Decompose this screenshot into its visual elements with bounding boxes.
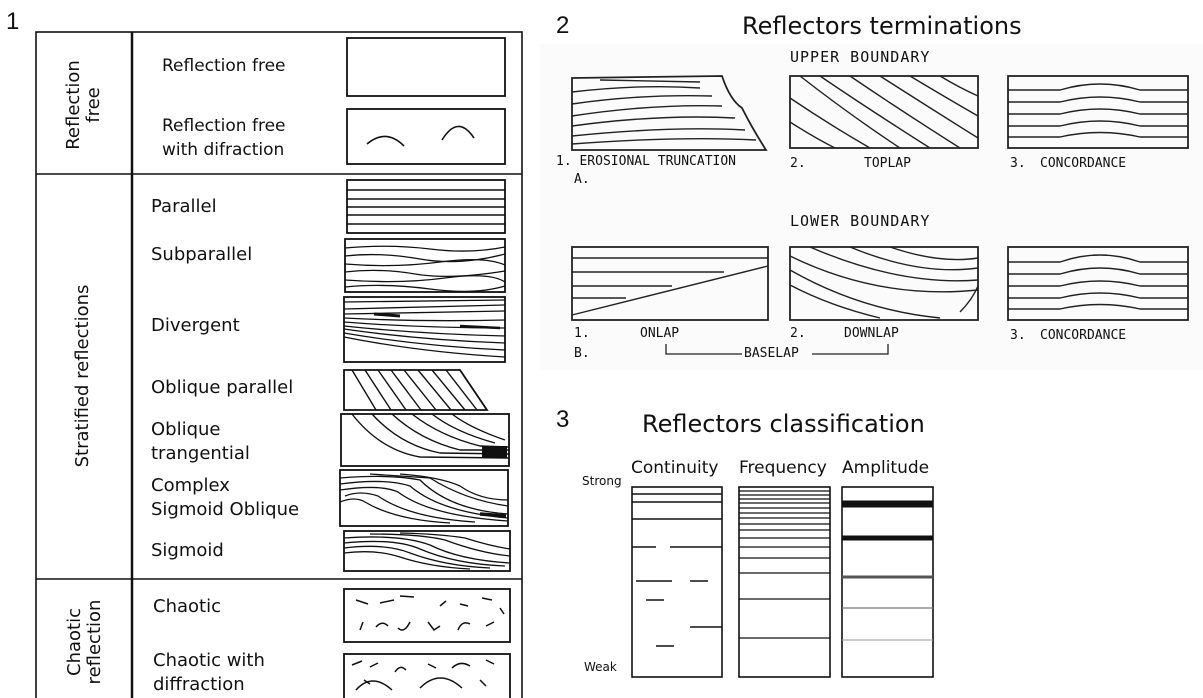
upper-boundary-heading: UPPER BOUNDARY <box>790 48 931 66</box>
onlap-number: 1. <box>574 326 590 341</box>
downlap-number: 2. <box>790 326 806 341</box>
row-label-chaotic-diffraction: Chaotic with diffraction <box>153 650 265 695</box>
panel-2-title: Reflectors terminations <box>742 12 1022 40</box>
scale-strong: Strong <box>582 474 622 488</box>
lower-concordance-label: CONCORDANCE <box>1040 328 1127 343</box>
oblique-parallel-pattern <box>343 369 489 411</box>
upper-concordance-label: CONCORDANCE <box>1040 156 1127 171</box>
parallel-pattern <box>346 179 506 234</box>
amplitude-heading: Amplitude <box>842 458 930 478</box>
row-label-subparallel: Subparallel <box>151 244 253 265</box>
upper-concordance-number: 3. <box>1010 156 1026 171</box>
baselap-label: BASELAP <box>744 346 799 361</box>
row-label-sigmoid: Sigmoid <box>151 540 224 561</box>
row-label-reflection-free-diffraction: Reflection free with difraction <box>162 116 286 160</box>
erosional-truncation-label: 1. EROSIONAL TRUNCATION <box>556 154 737 169</box>
chaotic-diffraction-pattern <box>343 653 511 698</box>
divergent-pattern <box>343 296 506 363</box>
oblique-tangential-pattern <box>340 413 510 467</box>
toplap-number: 2. <box>790 156 806 171</box>
downlap-label: DOWNLAP <box>844 326 899 341</box>
lower-concordance-number: 3. <box>1010 328 1026 343</box>
row-label-chaotic: Chaotic <box>153 596 221 617</box>
row-label-divergent: Divergent <box>151 315 240 336</box>
chaotic-pattern <box>343 588 511 643</box>
row-label-complex-sigmoid-oblique: Complex Sigmoid Oblique <box>151 475 300 520</box>
panel-1-number: 1 <box>6 8 20 35</box>
upper-letter: A. <box>574 172 590 187</box>
frequency-heading: Frequency <box>739 458 827 478</box>
row-label-parallel: Parallel <box>151 196 217 217</box>
panel-2-number: 2 <box>556 12 570 39</box>
sigmoid-pattern <box>343 530 511 572</box>
frequency-column <box>738 486 831 678</box>
amplitude-column <box>841 486 934 678</box>
onlap-label: ONLAP <box>640 326 680 341</box>
panel-3-title: Reflectors classification <box>642 410 925 438</box>
continuity-heading: Continuity <box>631 458 719 478</box>
toplap-label: TOPLAP <box>864 156 911 171</box>
complex-sigmoid-oblique-pattern <box>339 469 509 527</box>
lower-boundary-heading: LOWER BOUNDARY <box>790 212 931 230</box>
row-label-oblique-tangential: Oblique trangential <box>151 419 250 464</box>
row-label-oblique-parallel: Oblique parallel <box>151 377 294 398</box>
subparallel-pattern <box>344 238 506 293</box>
lower-letter: B. <box>574 346 590 361</box>
continuity-column <box>631 486 723 678</box>
scale-weak: Weak <box>584 660 617 674</box>
panel-3-number: 3 <box>556 406 570 433</box>
row-label-reflection-free: Reflection free <box>162 56 286 76</box>
